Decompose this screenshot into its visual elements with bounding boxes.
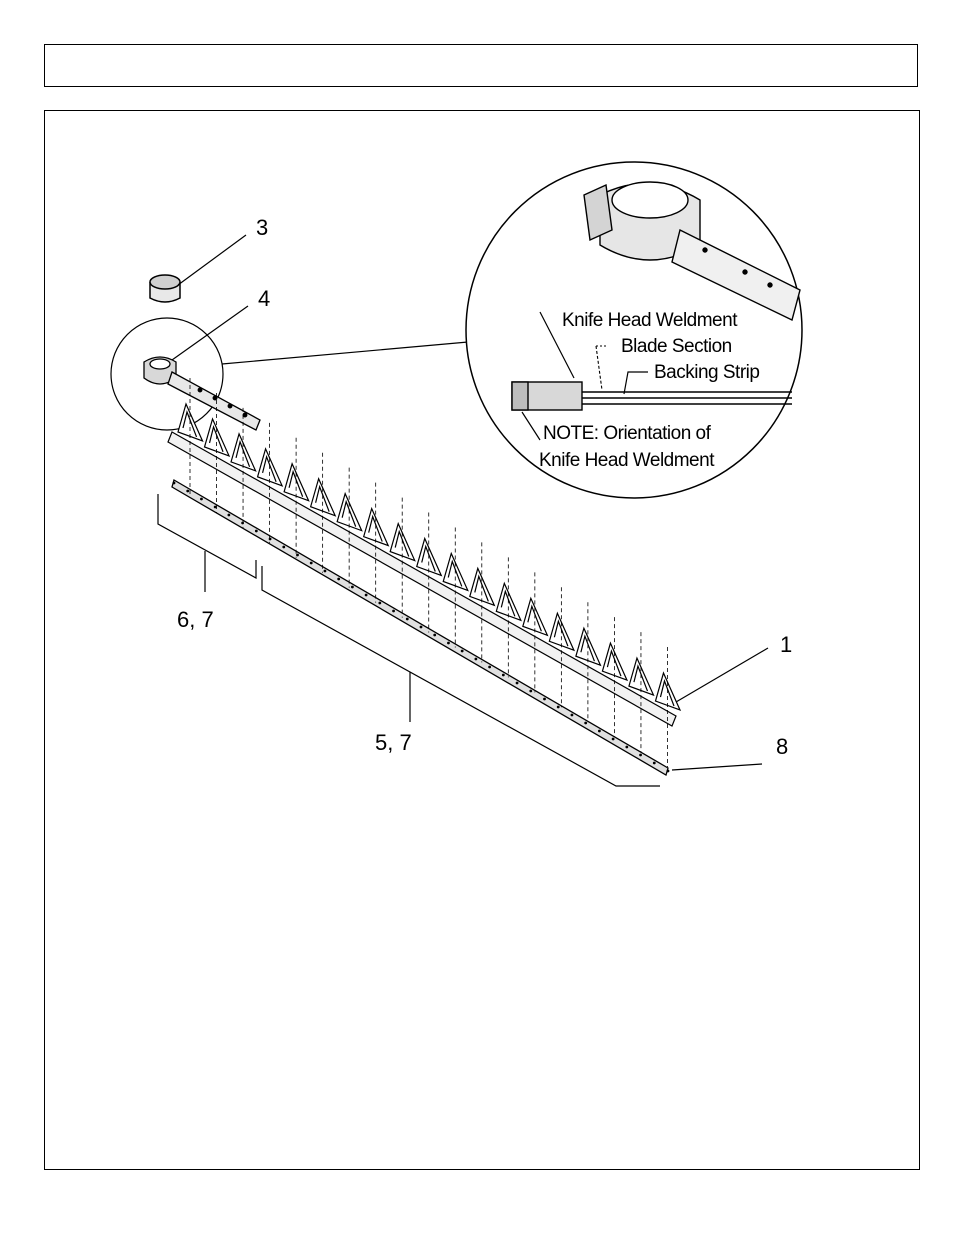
note-orientation-line2: Knife Head Weldment xyxy=(539,450,715,471)
strip-hole xyxy=(241,522,244,525)
strip-hole xyxy=(186,490,189,493)
note-orientation-line1: NOTE: Orientation of xyxy=(543,423,712,444)
callout-3: 3 xyxy=(256,215,268,240)
strip-hole xyxy=(406,618,409,621)
strip-hole xyxy=(543,698,546,701)
dimension-bracket-6-7 xyxy=(158,494,256,592)
strip-hole xyxy=(282,546,285,549)
strip-hole xyxy=(296,554,299,557)
strip-hole xyxy=(310,562,313,565)
detail-inset: Knife Head Weldment Blade Section Backin… xyxy=(466,162,802,498)
callout-4: 4 xyxy=(258,286,270,311)
strip-hole xyxy=(598,730,601,733)
strip-hole xyxy=(173,482,176,485)
strip-hole xyxy=(324,570,327,573)
callout-6-7: 6, 7 xyxy=(177,607,214,632)
label-backing-strip: Backing Strip xyxy=(654,362,759,383)
strip-hole xyxy=(584,722,587,725)
detail-connector xyxy=(222,342,468,364)
leader-3 xyxy=(178,235,246,285)
callout-8: 8 xyxy=(776,734,788,759)
label-knife-head-weldment: Knife Head Weldment xyxy=(562,310,738,331)
leader-8 xyxy=(672,764,762,770)
leader-4 xyxy=(172,306,248,360)
callout-1: 1 xyxy=(780,632,792,657)
part-4-knife-head xyxy=(144,357,260,430)
strip-hole xyxy=(461,650,464,653)
strip-hole xyxy=(612,738,615,741)
strip-hole xyxy=(474,658,477,661)
strip-hole xyxy=(653,762,656,765)
strip-hole xyxy=(529,690,532,693)
label-blade-section: Blade Section xyxy=(621,336,732,357)
part-8-backing-strip xyxy=(172,480,669,775)
strip-hole xyxy=(516,682,519,685)
strip-hole xyxy=(639,754,642,757)
part-3-bushing xyxy=(150,275,180,302)
strip-hole xyxy=(488,666,491,669)
strip-hole xyxy=(571,714,574,717)
strip-hole xyxy=(447,642,450,645)
callout-5-7: 5, 7 xyxy=(375,730,412,755)
leader-1 xyxy=(676,648,768,702)
strip-hole xyxy=(351,586,354,589)
strip-hole xyxy=(667,770,670,773)
strip-hole xyxy=(255,530,258,533)
strip-hole xyxy=(337,578,340,581)
strip-hole xyxy=(365,594,368,597)
strip-hole xyxy=(227,514,230,517)
strip-hole xyxy=(420,626,423,629)
strip-hole xyxy=(269,538,272,541)
strip-hole xyxy=(433,634,436,637)
strip-hole xyxy=(378,602,381,605)
strip-hole xyxy=(200,498,203,501)
strip-hole xyxy=(392,610,395,613)
strip-hole xyxy=(502,674,505,677)
strip-hole xyxy=(557,706,560,709)
strip-hole xyxy=(625,746,628,749)
